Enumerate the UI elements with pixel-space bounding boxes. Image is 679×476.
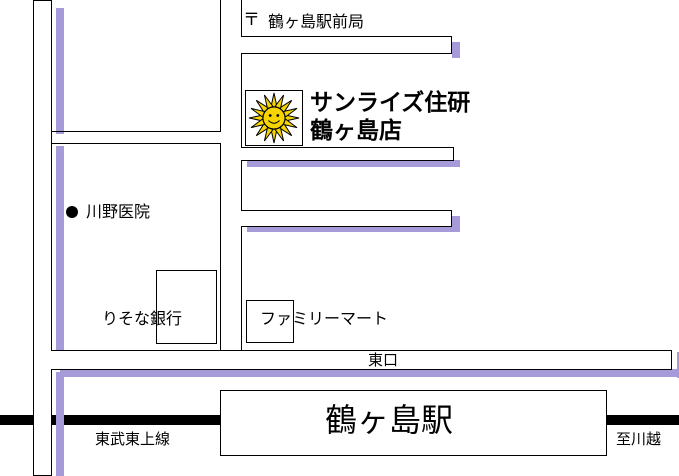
shop-name-line1: サンライズ住研 — [310, 90, 471, 116]
convenience-store-building — [246, 300, 294, 343]
post-office-label: 鶴ヶ島駅前局 — [268, 12, 365, 31]
block-west — [51, 143, 221, 351]
south-branch-road — [241, 210, 452, 227]
smiling-sun-icon — [248, 92, 300, 144]
filled-circle-icon — [66, 206, 78, 218]
post-office-symbol: 〒 — [243, 10, 260, 30]
middle-branch-road — [241, 147, 454, 161]
west-road — [33, 0, 52, 476]
bank-building — [156, 270, 217, 344]
bank-label: りそな銀行 — [102, 309, 183, 328]
clinic-label: 川野医院 — [86, 202, 151, 221]
block-northwest — [51, 0, 221, 132]
station-label: 鶴ヶ島駅 — [325, 401, 454, 439]
rail-line-label: 東武東上線 — [95, 430, 171, 448]
shop-name-line2: 鶴ヶ島店 — [310, 118, 402, 144]
east-exit-label: 東口 — [368, 351, 399, 369]
north-branch-road — [241, 36, 452, 54]
blocks — [51, 0, 242, 351]
shop-logo-box — [245, 90, 303, 146]
direction-label: 至川越 — [616, 430, 662, 448]
east-exit-road — [51, 350, 672, 370]
station-building — [220, 390, 607, 456]
convenience-store-label: ファミリーマート — [260, 309, 389, 328]
